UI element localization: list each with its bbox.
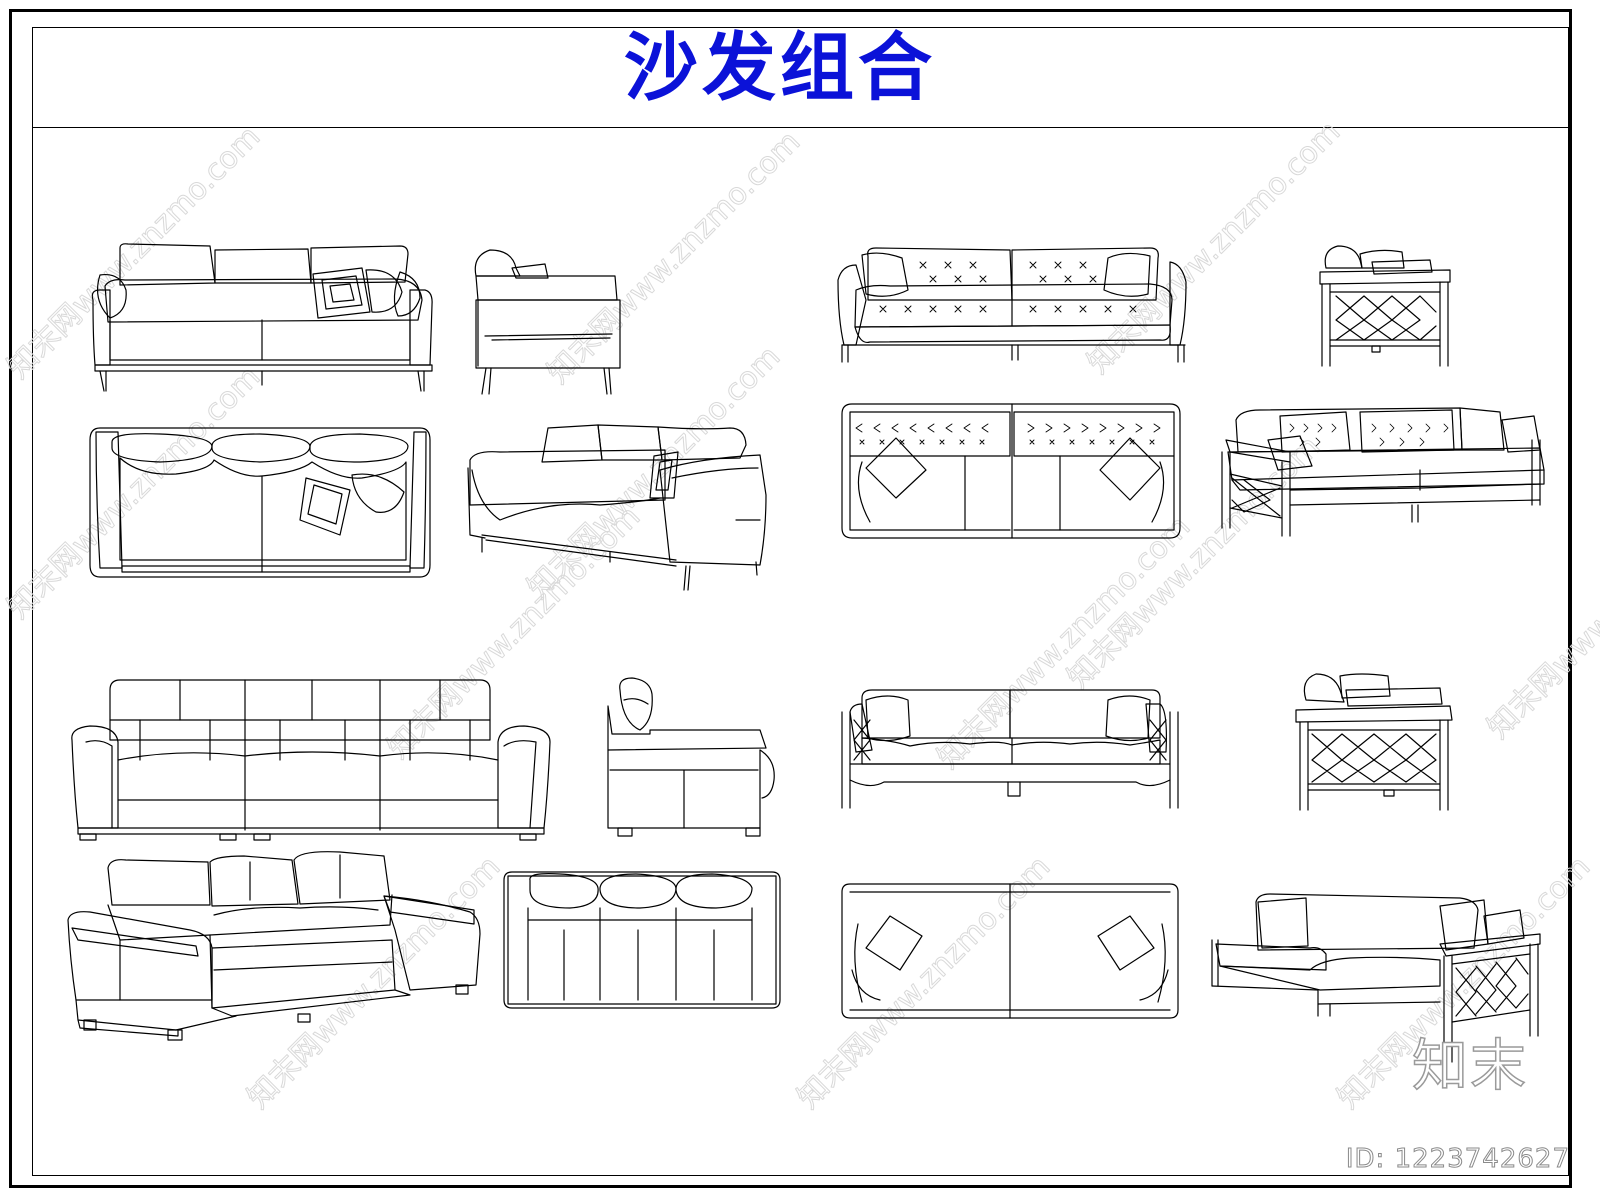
sofa-2-side-view xyxy=(1319,245,1451,367)
sofa-2-top-view xyxy=(841,403,1181,539)
brand-logo: 知末 xyxy=(1411,1033,1528,1100)
watermark-layer: 知末网www.znzmo.com 知末网www.znzmo.com 知末网www… xyxy=(0,114,1600,1116)
sofa-1-side-view xyxy=(474,249,621,395)
outer-frame xyxy=(9,9,1572,1188)
sofa-2-perspective xyxy=(1221,407,1545,537)
sofa-3-front-view xyxy=(71,679,551,841)
sofa-4-top-view xyxy=(841,883,1179,1019)
sofa-3-perspective xyxy=(67,851,481,1041)
inner-frame xyxy=(32,27,1569,1176)
watermark: 知末网www.znzmo.com xyxy=(241,849,507,1115)
page-title: 沙发组合 xyxy=(624,25,936,111)
sofa-3-top-view xyxy=(503,871,781,1009)
image-id-label: ID: 1223742627 xyxy=(1345,1144,1570,1175)
sofa-1-top-view xyxy=(89,427,431,578)
sofa-4-front-view xyxy=(841,689,1179,809)
sofa-1-front-view xyxy=(91,243,433,392)
watermark: 知末网www.znzmo.com xyxy=(931,509,1197,775)
watermark: 知末网www.znzmo.com xyxy=(1481,479,1600,745)
title-band xyxy=(32,27,1569,128)
watermark: 知末网www.znzmo.com xyxy=(791,849,1057,1115)
sofa-2-front-view xyxy=(837,247,1187,363)
watermark: 知末网www.znzmo.com xyxy=(1,119,267,385)
sofa-4-side-view xyxy=(1295,673,1453,811)
sofa-3-side-view xyxy=(607,677,775,837)
watermark: 知末网www.znzmo.com xyxy=(1,359,267,625)
sofa-1-perspective xyxy=(467,424,767,591)
sofa-4-perspective xyxy=(1211,893,1541,1063)
